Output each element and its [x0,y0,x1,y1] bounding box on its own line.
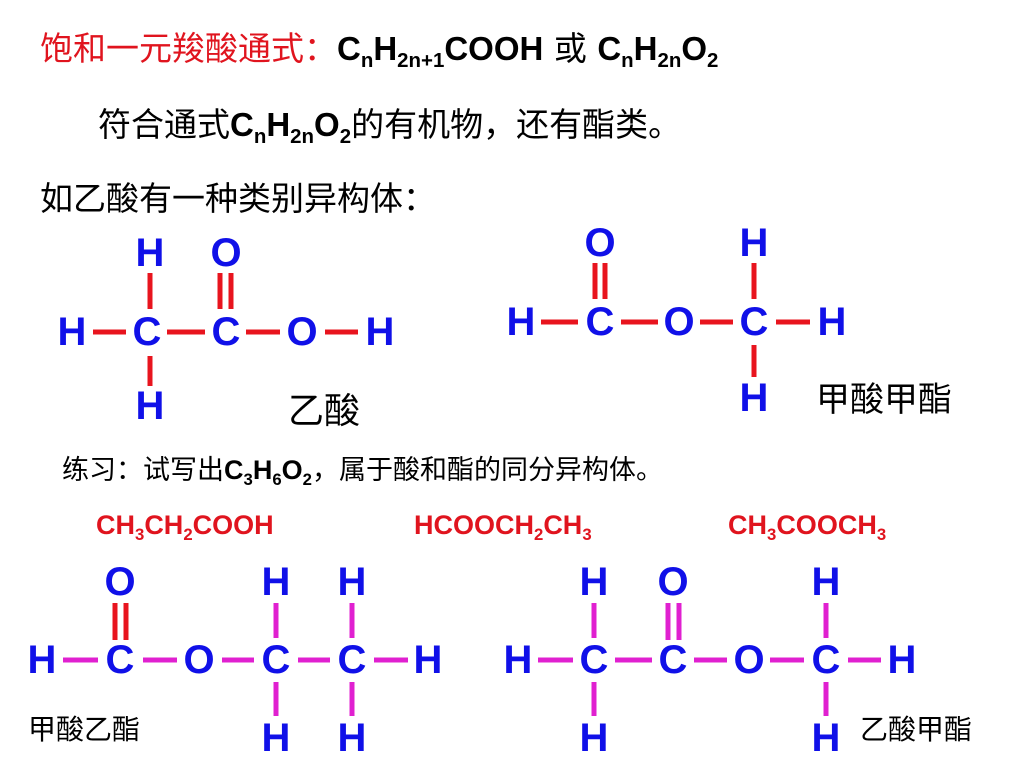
atom: H [887,638,917,682]
formula-general-2: CnH2nO2 [597,30,719,73]
atom: O [210,231,242,275]
atom: H [811,560,841,604]
atom: H [503,638,533,682]
or-text: 或 [543,29,598,68]
label-acetic-acid: 乙酸 [288,391,361,432]
bonds-magenta [63,603,881,716]
bonds-red [93,263,810,640]
atom: H [506,300,536,344]
atom: O [104,560,136,604]
atom: H [261,560,291,604]
atom: H [57,310,87,354]
atom: H [739,221,769,265]
atom: H [27,638,57,682]
atom: H [135,384,165,428]
label-methyl-acetate: 乙酸甲酯 [860,713,973,746]
atom: O [584,221,616,265]
label-ethyl-formate: 甲酸乙酯 [28,713,141,746]
atom: O [286,310,318,354]
atom: H [261,716,291,760]
line-example: 如乙酸有一种类别异构体： [40,179,436,218]
line-esters-note: 符合通式CnH2nO2的有机物，还有酯类。 [98,105,682,149]
formula-cnh2no2: CnH2nO2 [230,106,352,149]
isomer-formula-ethyl-formate: HCOOCH2CH3 [414,510,592,544]
atom: C [658,638,688,682]
atom: C [337,638,367,682]
atom: O [657,560,689,604]
header-title: 饱和一元羧酸通式： [40,29,337,68]
atom: C [261,638,291,682]
atom: C [211,310,241,354]
atom: O [733,638,765,682]
formula-c3h6o2: C3H6O2 [224,455,312,489]
atom: C [739,300,769,344]
atom: H [579,560,609,604]
atom: H [811,716,841,760]
atom: H [135,231,165,275]
atom: O [183,638,215,682]
atom: O [663,300,695,344]
atom: H [413,638,443,682]
isomer-formula-methyl-acetate: CH3COOCH3 [728,510,887,544]
formula-general-acid: CnH2n+1COOH [337,30,544,73]
atom: H [579,716,609,760]
atom: C [811,638,841,682]
atom: H [365,310,395,354]
atom: C [585,300,615,344]
isomer-formula-propanoic-acid: CH3CH2COOH [96,510,274,544]
atom: H [739,376,769,420]
exercise-line: 练习：试写出C3H6O2，属于酸和酯的同分异构体。 [62,455,663,489]
label-methyl-formate: 甲酸甲酯 [816,380,952,420]
atom: C [132,310,162,354]
header-line: 饱和一元羧酸通式：CnH2n+1COOH 或 CnH2nO2 [40,22,719,73]
atom: C [579,638,609,682]
atom: H [817,300,847,344]
atom: H [337,716,367,760]
atom: C [105,638,135,682]
atom: H [337,560,367,604]
